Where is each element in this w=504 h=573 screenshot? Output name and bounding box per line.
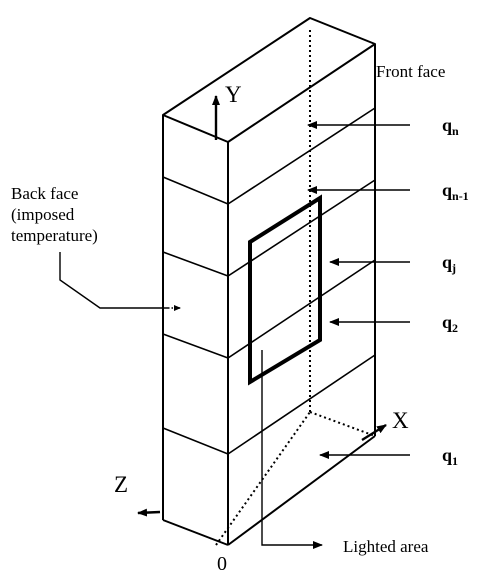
lighted-area-leader	[261, 350, 323, 549]
hidden-edges	[215, 30, 376, 546]
flux-arrows	[307, 121, 410, 459]
q-label-n: qn	[442, 115, 459, 138]
z-axis-line	[215, 411, 311, 546]
slab-top-face	[162, 17, 376, 143]
layer-line-3	[162, 259, 376, 359]
slab-bottom-left-edge	[162, 519, 229, 546]
layer-line-1	[162, 107, 376, 205]
layer-lines	[162, 107, 376, 455]
slab-outline	[162, 17, 376, 546]
hidden-x-edge	[309, 411, 376, 437]
z-axis-arrow	[137, 508, 161, 517]
origin-label: 0	[217, 553, 227, 573]
q-label-j: qj	[442, 252, 456, 275]
x-axis-label: X	[392, 408, 409, 433]
z-axis-label: Z	[114, 472, 128, 497]
x-axis-arrow	[361, 423, 387, 442]
q-label-1: q1	[442, 445, 458, 468]
axes	[137, 95, 387, 517]
back-face-label-line2: (imposed	[11, 205, 75, 224]
q-label-n-1: qn-1	[442, 180, 469, 203]
front-face-label: Front face	[376, 62, 445, 81]
y-axis-label: Y	[225, 82, 242, 107]
layer-line-4	[162, 354, 376, 455]
lighted-area-rectangle	[248, 194, 322, 386]
back-face-leader	[59, 252, 181, 311]
lighted-area-label: Lighted area	[343, 537, 429, 556]
layer-line-2	[162, 179, 376, 277]
q-label-2: q2	[442, 312, 458, 335]
back-face-leader-line	[59, 252, 168, 309]
back-face-label-line3: temperature)	[11, 226, 98, 245]
back-face-label-line1: Back face	[11, 184, 78, 203]
slab-bottom-right-edge	[227, 435, 376, 546]
